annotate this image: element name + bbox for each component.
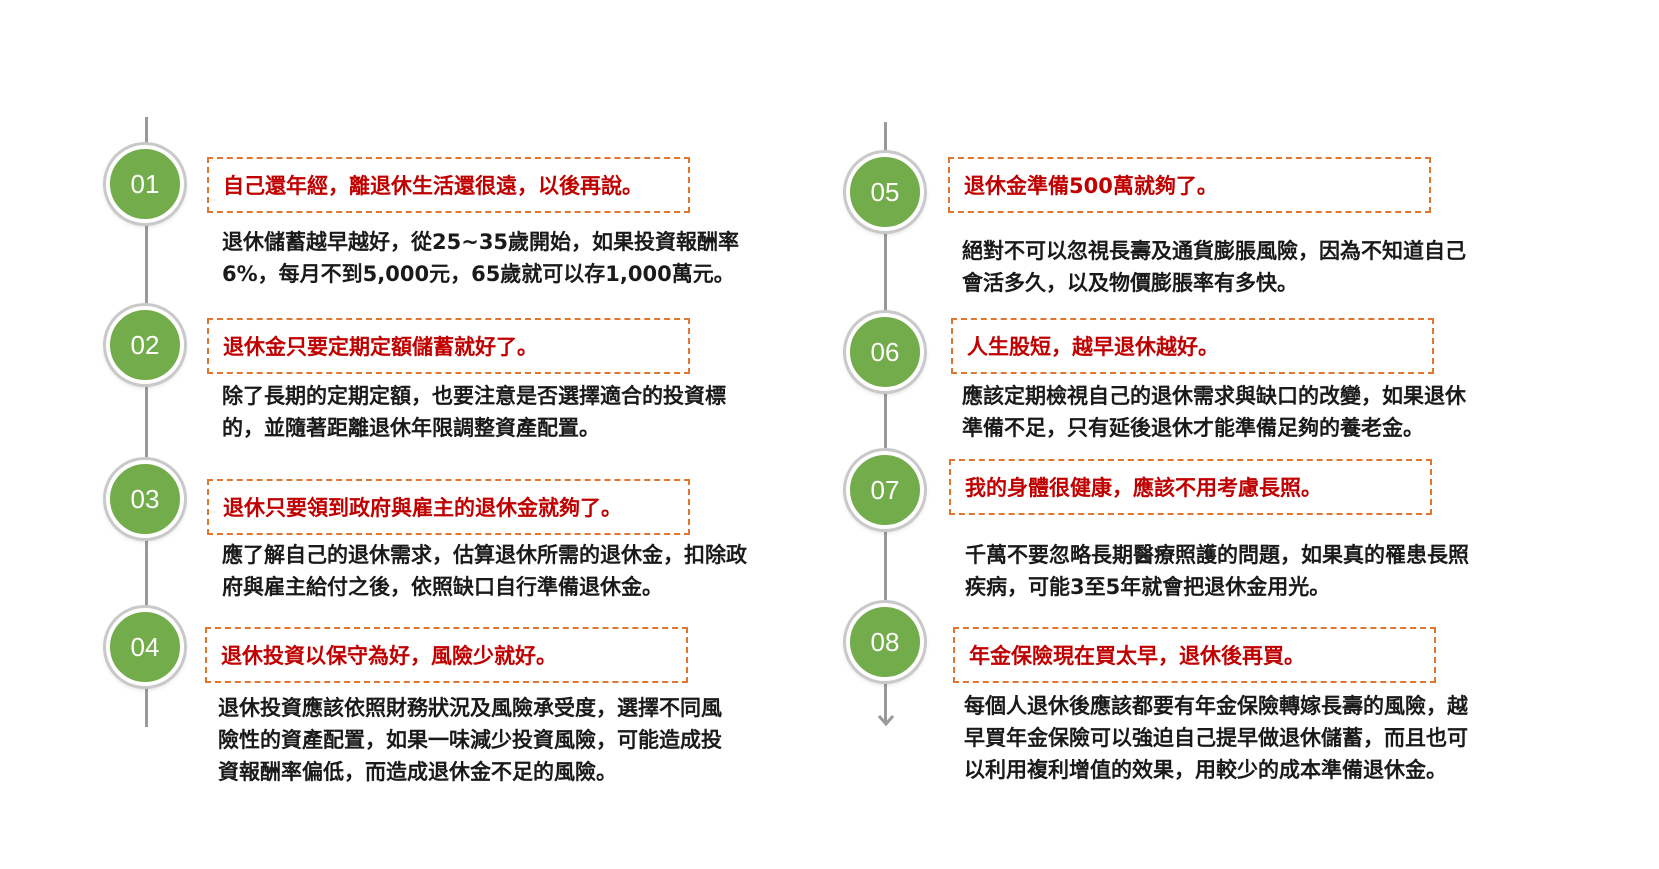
fact-text-04: 退休投資應該依照財務狀況及風險承受度，選擇不同風 險性的資產配置，如果一味減少投… [218, 692, 722, 788]
step-circle-03: 03 [106, 460, 184, 538]
myth-box-05: 退休金準備500萬就夠了。 [948, 157, 1431, 213]
fact-line: 疾病，可能3至5年就會把退休金用光。 [965, 575, 1331, 599]
fact-text-07: 千萬不要忽略長期醫療照護的問題，如果真的罹患長照 疾病，可能3至5年就會把退休金… [965, 539, 1469, 603]
step-circle-06: 06 [846, 313, 924, 391]
fact-line: 6%，每月不到5,000元，65歲就可以存1,000萬元。 [222, 262, 735, 286]
fact-line: 應該定期檢視自己的退休需求與缺口的改變，如果退休 [962, 384, 1466, 408]
myth-text-06: 人生股短，越早退休越好。 [967, 335, 1219, 359]
myth-text-04: 退休投資以保守為好，風險少就好。 [221, 644, 557, 668]
fact-line: 退休投資應該依照財務狀況及風險承受度，選擇不同風 [218, 696, 722, 720]
fact-text-05: 絕對不可以忽視長壽及通貨膨脹風險，因為不知道自己 會活多久，以及物價膨脹率有多快… [962, 235, 1466, 299]
myth-box-04: 退休投資以保守為好，風險少就好。 [205, 627, 688, 683]
myth-box-02: 退休金只要定期定額儲蓄就好了。 [207, 318, 690, 374]
fact-line: 會活多久，以及物價膨脹率有多快。 [962, 271, 1298, 295]
timeline-left-line [145, 117, 148, 727]
fact-text-06: 應該定期檢視自己的退休需求與缺口的改變，如果退休 準備不足，只有延後退休才能準備… [962, 380, 1466, 444]
step-circle-01: 01 [106, 145, 184, 223]
fact-line: 千萬不要忽略長期醫療照護的問題，如果真的罹患長照 [965, 543, 1469, 567]
fact-line: 早買年金保險可以強迫自己提早做退休儲蓄，而且也可 [964, 726, 1468, 750]
fact-line: 險性的資產配置，如果一味減少投資風險，可能造成投 [218, 728, 722, 752]
step-circle-04: 04 [106, 608, 184, 686]
fact-line: 除了長期的定期定額，也要注意是否選擇適合的投資標 [222, 384, 726, 408]
timeline-right-line [884, 122, 887, 722]
myth-box-08: 年金保險現在買太早，退休後再買。 [953, 627, 1436, 683]
fact-text-03: 應了解自己的退休需求，估算退休所需的退休金，扣除政 府與雇主給付之後，依照缺口自… [222, 539, 747, 603]
fact-text-01: 退休儲蓄越早越好，從25~35歲開始，如果投資報酬率 6%，每月不到5,000元… [222, 226, 739, 290]
fact-line: 絕對不可以忽視長壽及通貨膨脹風險，因為不知道自己 [962, 239, 1466, 263]
fact-line: 府與雇主給付之後，依照缺口自行準備退休金。 [222, 575, 663, 599]
myth-box-06: 人生股短，越早退休越好。 [951, 318, 1434, 374]
step-circle-08: 08 [846, 603, 924, 681]
myth-text-05: 退休金準備500萬就夠了。 [964, 174, 1218, 198]
fact-line: 退休儲蓄越早越好，從25~35歲開始，如果投資報酬率 [222, 230, 740, 254]
fact-line: 準備不足，只有延後退休才能準備足夠的養老金。 [962, 416, 1424, 440]
myth-box-03: 退休只要領到政府與雇主的退休金就夠了。 [207, 479, 690, 535]
fact-line: 每個人退休後應該都要有年金保險轉嫁長壽的風險，越 [964, 694, 1468, 718]
myth-text-01: 自己還年經，離退休生活還很遠，以後再說。 [223, 174, 643, 198]
myth-box-07: 我的身體很健康，應該不用考慮長照。 [949, 459, 1432, 515]
myth-text-08: 年金保險現在買太早，退休後再買。 [969, 644, 1305, 668]
timeline-arrow-icon [878, 715, 894, 727]
step-circle-02: 02 [106, 306, 184, 384]
fact-text-02: 除了長期的定期定額，也要注意是否選擇適合的投資標 的，並隨著距離退休年限調整資產… [222, 380, 726, 444]
fact-line: 資報酬率偏低，而造成退休金不足的風險。 [218, 760, 617, 784]
step-circle-07: 07 [846, 451, 924, 529]
myth-box-01: 自己還年經，離退休生活還很遠，以後再說。 [207, 157, 690, 213]
fact-text-08: 每個人退休後應該都要有年金保險轉嫁長壽的風險，越 早買年金保險可以強迫自己提早做… [964, 690, 1468, 786]
fact-line: 以利用複利增值的效果，用較少的成本準備退休金。 [964, 758, 1447, 782]
myth-text-03: 退休只要領到政府與雇主的退休金就夠了。 [223, 496, 622, 520]
step-circle-05: 05 [846, 153, 924, 231]
myth-text-07: 我的身體很健康，應該不用考慮長照。 [965, 476, 1322, 500]
fact-line: 應了解自己的退休需求，估算退休所需的退休金，扣除政 [222, 543, 747, 567]
myth-text-02: 退休金只要定期定額儲蓄就好了。 [223, 335, 538, 359]
fact-line: 的，並隨著距離退休年限調整資產配置。 [222, 416, 600, 440]
